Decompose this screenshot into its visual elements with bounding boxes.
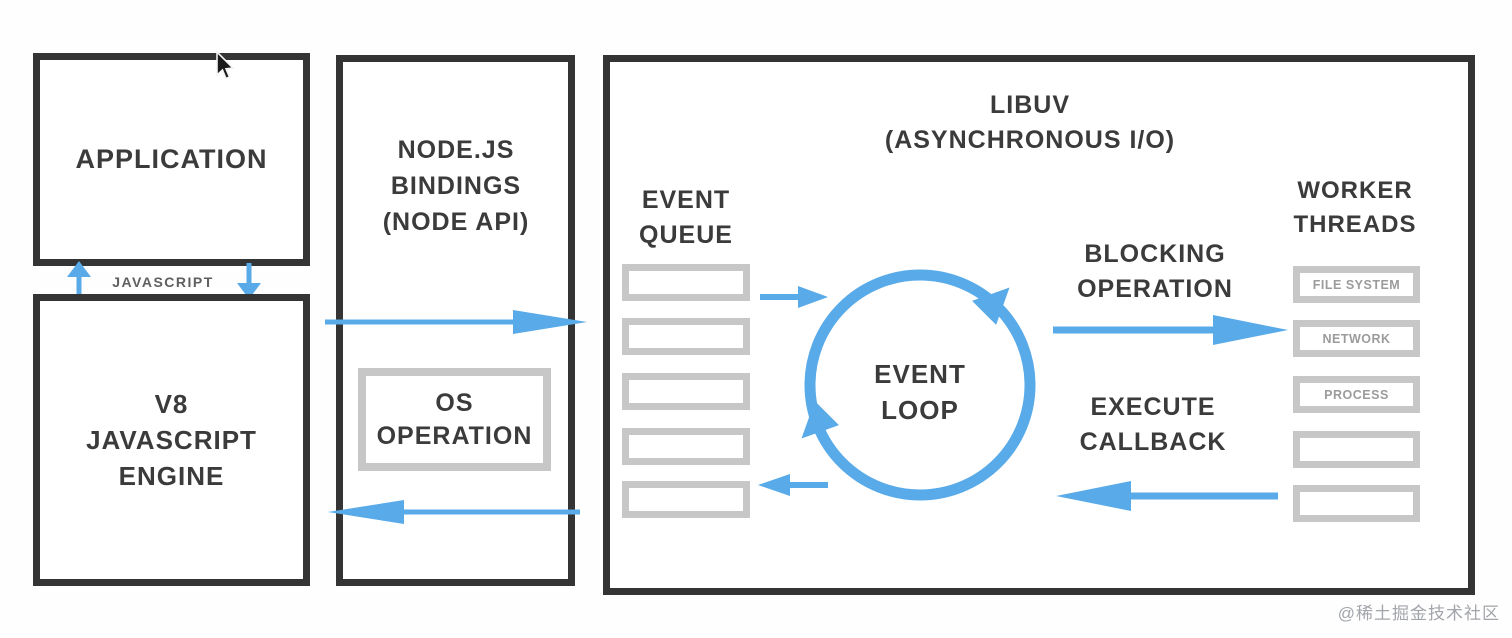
blocking-operation-label: BLOCKING OPERATION	[1077, 240, 1233, 303]
loop-to-queue-arrow-icon	[758, 474, 828, 496]
worker-thread-network-box: NETWORK	[1293, 320, 1420, 357]
event-queue-slot	[622, 481, 750, 518]
blocking-operation-arrow-icon	[1053, 315, 1288, 345]
os-operation-label: OS OPERATION	[376, 388, 533, 450]
worker-thread-empty-box	[1293, 485, 1420, 522]
libuv-title: LIBUV (ASYNCHRONOUS I/O)	[884, 91, 1176, 154]
worker-thread-file-system-label: FILE SYSTEM	[1312, 277, 1401, 292]
nodejs-bindings-label: NODE.JS BINDINGS (NODE API)	[382, 136, 530, 236]
event-loop-label: EVENT LOOP	[874, 359, 966, 425]
worker-thread-process-box: PROCESS	[1293, 376, 1420, 413]
v8-engine-label: V8 JAVASCRIPT ENGINE	[86, 389, 257, 491]
event-loop-circle-icon	[801, 269, 1036, 501]
application-label: APPLICATION	[75, 144, 268, 174]
libuv-to-bindings-arrow-icon	[328, 500, 580, 524]
bindings-to-libuv-arrow-icon	[325, 310, 587, 334]
event-queue-slot	[622, 428, 750, 465]
event-queue-slot	[622, 318, 750, 355]
worker-thread-empty-box	[1293, 431, 1420, 468]
worker-thread-network-label: NETWORK	[1322, 331, 1391, 346]
queue-to-loop-arrow-icon	[760, 286, 828, 308]
javascript-up-arrow-icon	[67, 261, 91, 297]
v8-engine-box: V8 JAVASCRIPT ENGINE	[33, 294, 310, 586]
execute-callback-arrow-icon	[1056, 481, 1278, 511]
event-queue-label: EVENT QUEUE	[639, 186, 733, 249]
javascript-down-arrow-icon	[237, 263, 261, 299]
event-queue-slot	[622, 264, 750, 301]
application-box: APPLICATION	[33, 53, 310, 266]
worker-threads-label: WORKER THREADS	[1293, 177, 1417, 238]
event-queue-slot	[622, 373, 750, 410]
os-operation-box: OS OPERATION	[358, 368, 551, 471]
worker-thread-file-system-box: FILE SYSTEM	[1293, 266, 1420, 303]
mouse-cursor-icon	[216, 51, 235, 80]
execute-callback-label: EXECUTE CALLBACK	[1079, 393, 1227, 456]
watermark-text: @稀土掘金技术社区	[1337, 604, 1500, 623]
worker-thread-process-label: PROCESS	[1324, 387, 1389, 402]
javascript-connector-label: JAVASCRIPT	[112, 274, 214, 290]
